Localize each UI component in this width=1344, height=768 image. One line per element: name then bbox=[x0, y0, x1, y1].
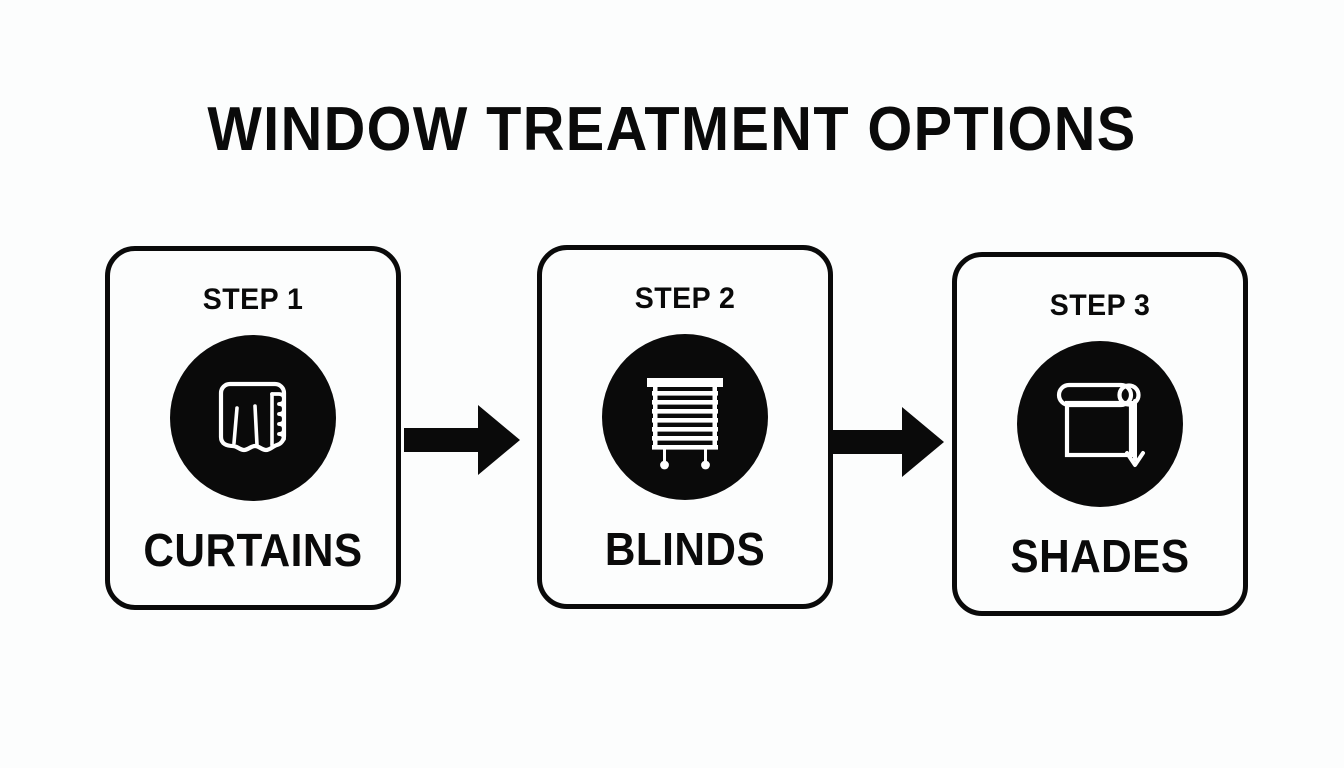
page-title: WINDOW TREATMENT OPTIONS bbox=[207, 95, 1137, 164]
step-name-label-1: CURTAINS bbox=[143, 524, 363, 576]
blinds-icon bbox=[633, 363, 737, 471]
step-card-3[interactable]: STEP 3 bbox=[952, 252, 1248, 616]
step-number-label-3: STEP 3 bbox=[1049, 289, 1151, 322]
arrow-right-icon bbox=[828, 406, 944, 478]
roller-shade-icon bbox=[1045, 371, 1155, 477]
arrow-right-icon bbox=[404, 404, 520, 476]
icon-badge-1 bbox=[170, 335, 336, 501]
step-number-label-1: STEP 1 bbox=[202, 283, 304, 316]
step-name-label-2: BLINDS bbox=[604, 523, 766, 575]
curtain-icon bbox=[201, 366, 305, 470]
icon-badge-3 bbox=[1017, 341, 1183, 507]
flow-connector-2 bbox=[828, 406, 944, 478]
process-flow: STEP 1 bbox=[0, 240, 1344, 640]
step-name-label-3: SHADES bbox=[1010, 530, 1190, 582]
step-card-1[interactable]: STEP 1 bbox=[105, 246, 401, 610]
step-number-label-2: STEP 2 bbox=[634, 282, 736, 315]
icon-badge-2 bbox=[602, 334, 768, 500]
step-card-2[interactable]: STEP 2 bbox=[537, 245, 833, 609]
flow-connector-1 bbox=[404, 404, 520, 476]
